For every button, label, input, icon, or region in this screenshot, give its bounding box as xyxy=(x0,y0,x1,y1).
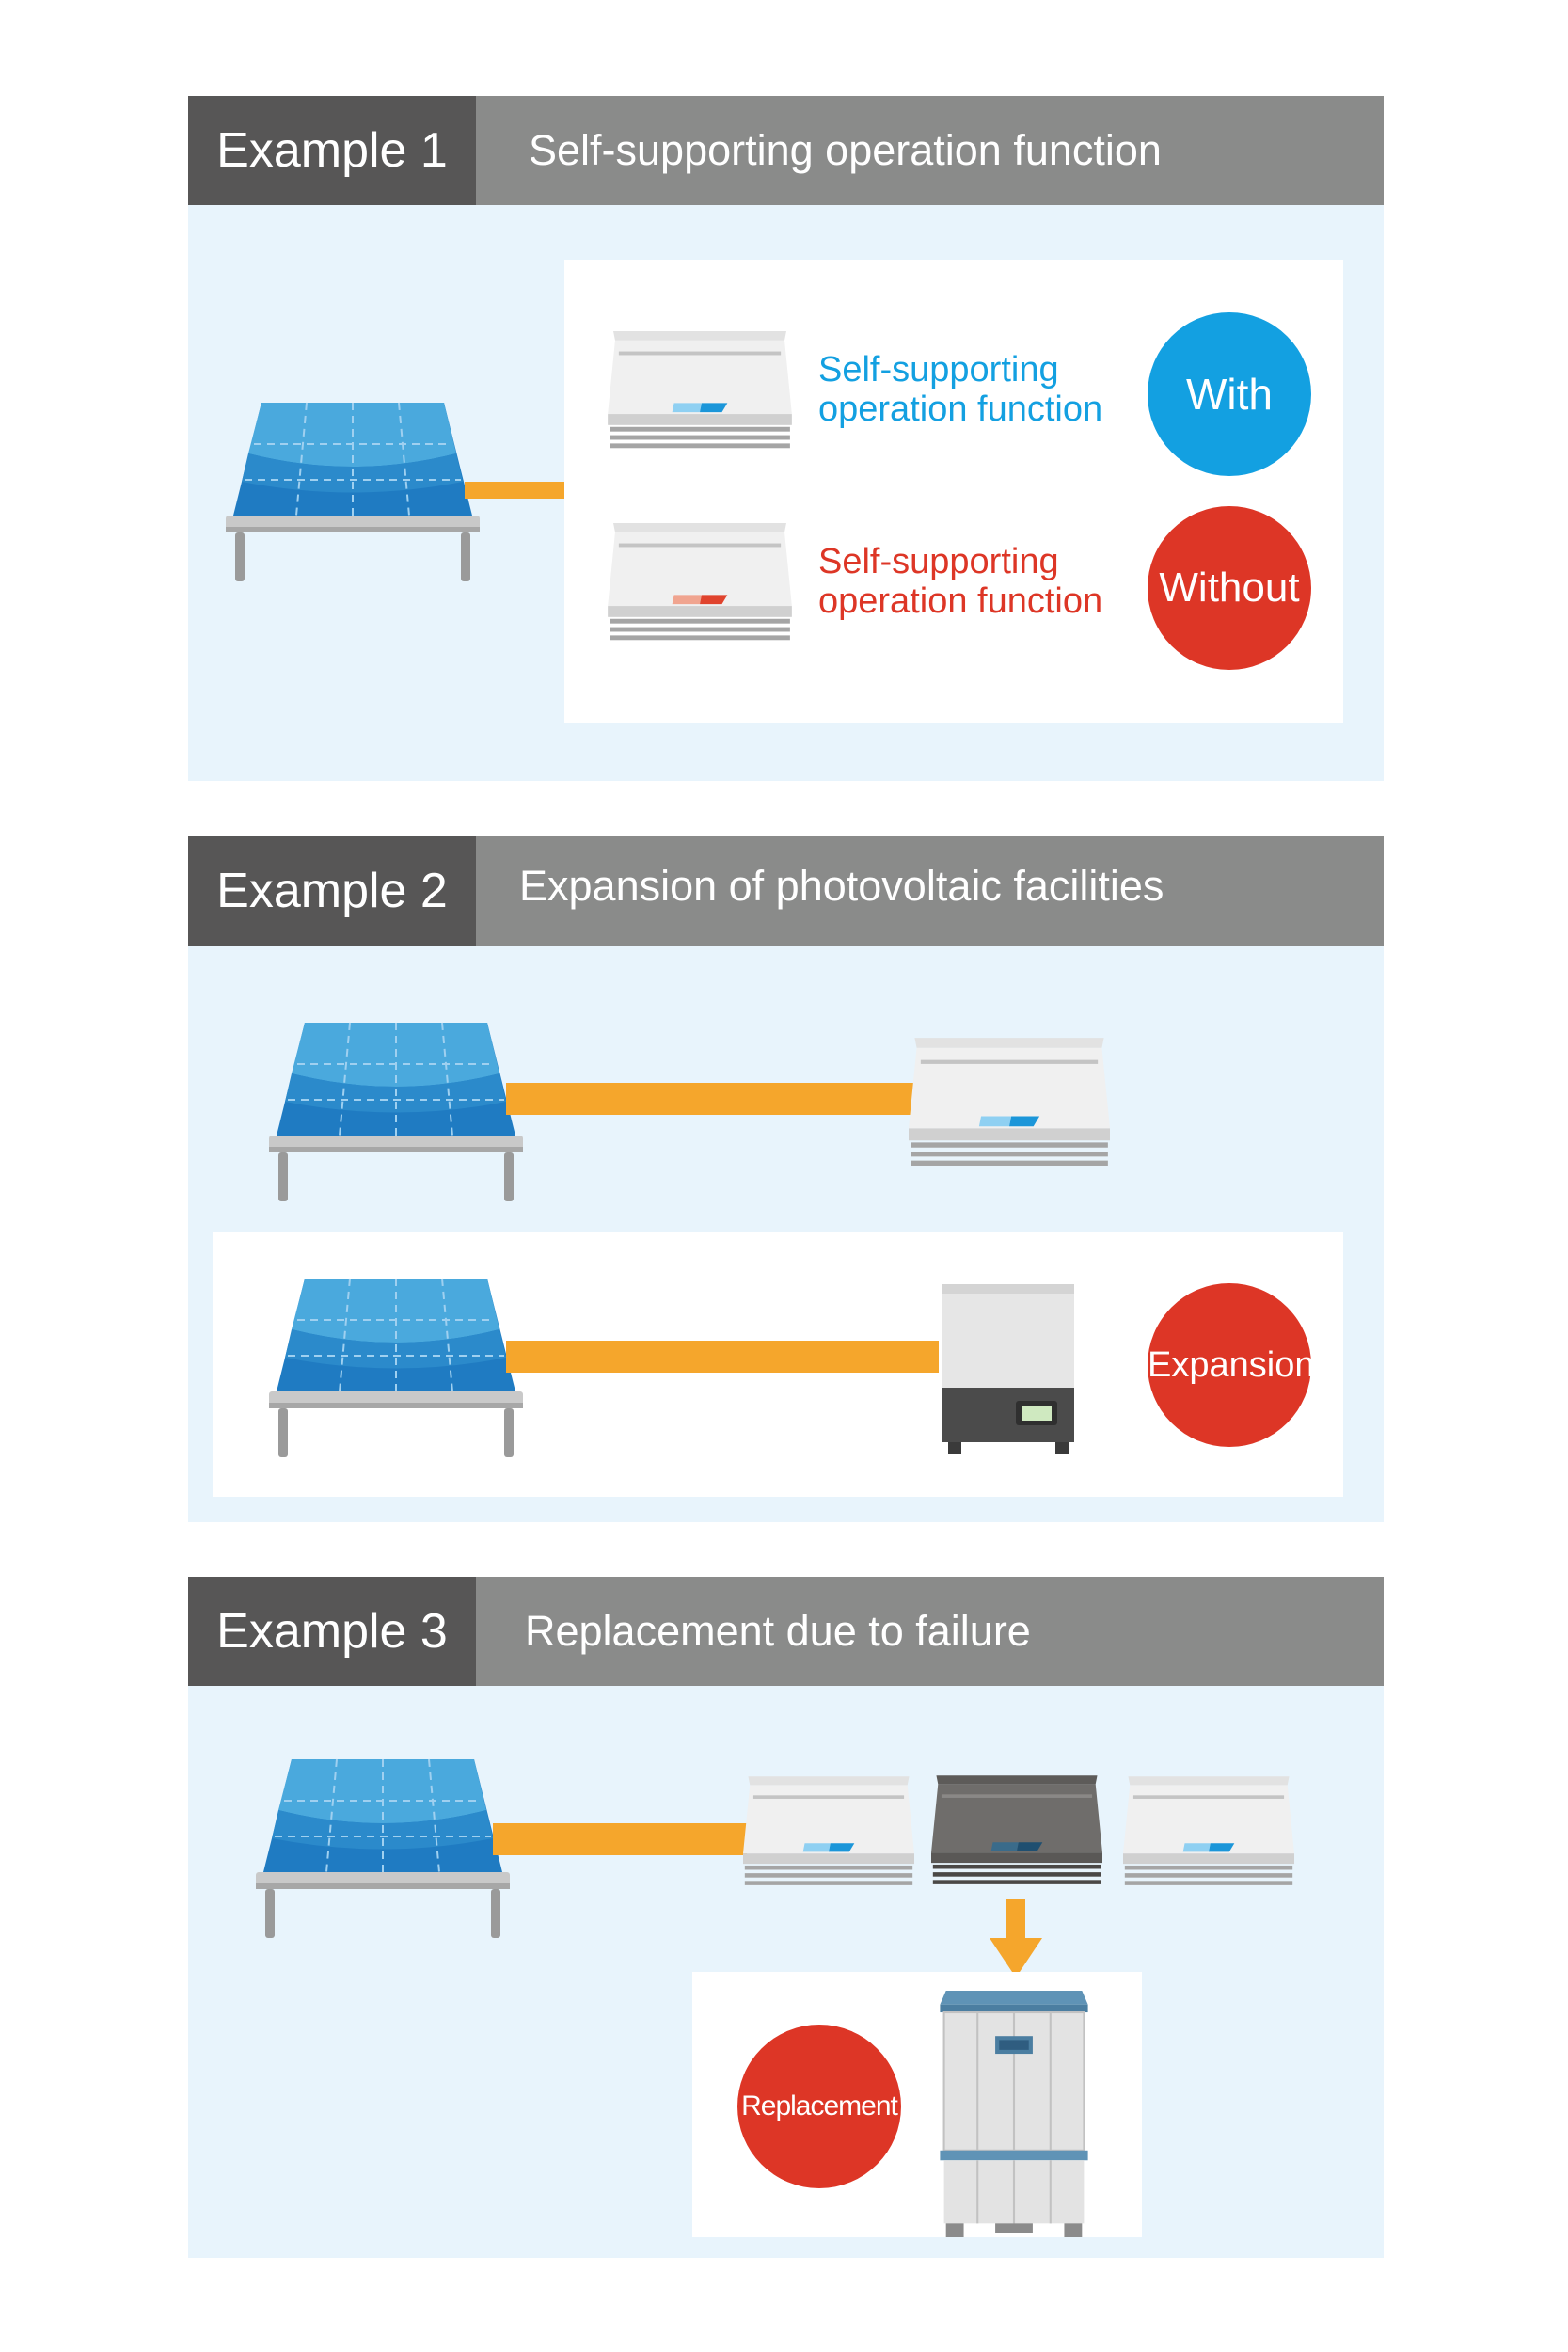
without-function-label-line1: Self-supporting xyxy=(818,542,1059,581)
example-2-tag: Example 2 xyxy=(188,836,476,946)
example-3-section: Example 3 Replacement due to failure Rep… xyxy=(188,1577,1384,2258)
with-function-label: Self-supporting operation function xyxy=(818,350,1102,429)
example-2-expansion-panel: Expansion xyxy=(213,1232,1343,1497)
power-conditioner-icon xyxy=(608,331,792,460)
replacement-badge: Replacement xyxy=(737,2025,901,2188)
example-2-header: Example 2 Expansion of photovoltaic faci… xyxy=(188,836,1384,946)
without-function-label: Self-supporting operation function xyxy=(818,542,1102,621)
large-power-conditioner-icon xyxy=(939,1991,1089,2237)
solar-panel-icon xyxy=(269,1015,523,1213)
without-badge: Without xyxy=(1148,506,1311,670)
solar-panel-icon xyxy=(226,395,480,593)
with-badge: With xyxy=(1148,312,1311,476)
cable xyxy=(506,1341,939,1373)
example-1-header: Example 1 Self-supporting operation func… xyxy=(188,96,1384,205)
power-conditioner-icon xyxy=(743,1776,914,1897)
example-1-options-panel: Self-supporting operation function With … xyxy=(564,260,1343,723)
with-function-label-line1: Self-supporting xyxy=(818,350,1059,389)
example-3-tag: Example 3 xyxy=(188,1577,476,1686)
storage-unit-icon xyxy=(942,1284,1074,1454)
example-3-header: Example 3 Replacement due to failure xyxy=(188,1577,1384,1686)
with-function-label-line2: operation function xyxy=(818,389,1103,429)
example-2-title: Expansion of photovoltaic facilities xyxy=(519,862,1164,910)
solar-panel-icon xyxy=(269,1271,523,1469)
example-2-section: Example 2 Expansion of photovoltaic faci… xyxy=(188,836,1384,1522)
without-function-label-line2: operation function xyxy=(818,581,1103,621)
example-3-replacement-panel: Replacement xyxy=(692,1972,1142,2237)
cable xyxy=(465,482,568,499)
power-conditioner-icon xyxy=(909,1038,1110,1179)
solar-panel-icon xyxy=(256,1752,510,1949)
cable xyxy=(506,1083,916,1115)
example-1-section: Example 1 Self-supporting operation func… xyxy=(188,96,1384,781)
example-3-title: Replacement due to failure xyxy=(525,1607,1031,1655)
cable xyxy=(493,1823,747,1855)
failed-power-conditioner-icon xyxy=(931,1774,1102,1897)
arrow-down-icon xyxy=(990,1899,1042,1978)
power-conditioner-fault-icon xyxy=(608,523,792,652)
example-1-tag: Example 1 xyxy=(188,96,476,205)
example-1-title: Self-supporting operation function xyxy=(529,126,1162,174)
power-conditioner-icon xyxy=(1123,1776,1294,1897)
expansion-badge: Expansion xyxy=(1148,1283,1314,1447)
